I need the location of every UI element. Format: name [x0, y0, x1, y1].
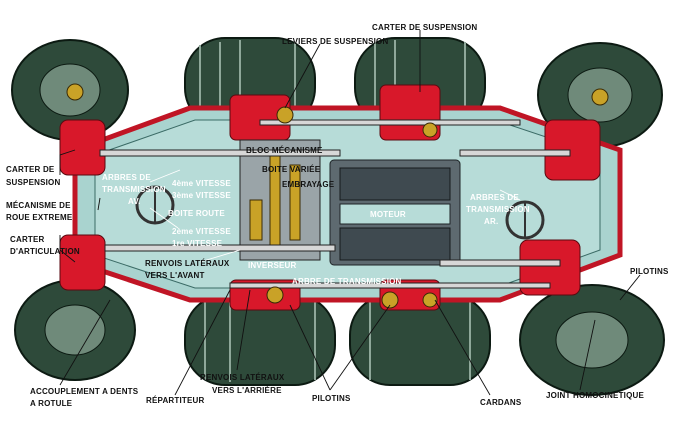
- steering-wheels: [135, 185, 545, 240]
- label-arbres-ar-2: TRANSMISSION: [466, 205, 530, 214]
- label-boite-route: BOITE ROUTE: [168, 209, 225, 218]
- label-repartiteur: RÉPARTITEUR: [146, 396, 205, 405]
- label-vitesse-4: 4ème VITESSE: [172, 179, 231, 188]
- label-carter-suspension-left-2: SUSPENSION: [6, 178, 60, 187]
- label-moteur: MOTEUR: [370, 210, 406, 219]
- label-carter-suspension-top: CARTER DE SUSPENSION: [372, 23, 477, 32]
- label-carter-articulation-1: CARTER: [10, 235, 45, 244]
- label-boite-variee: BOITE VARIÉE: [262, 165, 321, 174]
- label-vitesse-3: 3ème VITESSE: [172, 191, 231, 200]
- tire-tread-marks: [199, 40, 471, 382]
- label-renvois-av-1: RENVOIS LATÉRAUX: [145, 259, 230, 268]
- label-arbres-ar-1: ARBRES DE: [470, 193, 519, 202]
- label-mecanisme-roue-2: ROUE EXTREME: [6, 213, 73, 222]
- label-arbre-transmission: ARBRE DE TRANSMISSION: [292, 277, 402, 286]
- label-arbres-av-1: ARBRES DE: [102, 173, 151, 182]
- label-inverseur: INVERSEUR: [248, 261, 296, 270]
- label-mecanisme-roue-1: MÉCANISME DE: [6, 201, 71, 210]
- label-pilotins-right: PILOTINS: [630, 267, 669, 276]
- gearbox: [239, 139, 321, 261]
- label-leviers-suspension: LEVIERS DE SUSPENSION: [282, 37, 388, 46]
- gear-pinions: [66, 83, 609, 309]
- label-vitesse-2: 2ème VITESSE: [172, 227, 231, 236]
- label-accouplement-1: ACCOUPLEMENT A DENTS: [30, 387, 139, 396]
- leader-lines: [59, 30, 641, 396]
- label-carter-articulation-2: D'ARTICULATION: [10, 247, 80, 256]
- label-vitesse-1: 1re VITESSE: [172, 239, 223, 248]
- suspension-housings: [59, 84, 601, 311]
- label-bloc-mecanisme: BLOC MÉCANISME: [246, 146, 323, 155]
- tire-rear-left: [14, 279, 136, 381]
- label-cardans: CARDANS: [480, 398, 522, 407]
- label-renvois-ar-2: VERS L'ARRIÈRE: [212, 386, 282, 395]
- tire-rear-right: [519, 284, 665, 396]
- label-embrayage: EMBRAYAGE: [282, 180, 335, 189]
- label-arbres-av-3: AV.: [128, 197, 141, 206]
- label-carter-suspension-left-1: CARTER DE: [6, 165, 55, 174]
- transmission-shafts: [99, 119, 571, 289]
- label-arbres-ar-3: AR.: [484, 217, 498, 226]
- engine-block: [329, 159, 461, 266]
- label-joint-homocinetique: JOINT HOMOCINETIQUE: [546, 391, 644, 400]
- label-accouplement-2: A ROTULE: [30, 399, 73, 408]
- label-renvois-av-2: VERS L'AVANT: [145, 271, 205, 280]
- label-renvois-ar-1: RENVOIS LATÉRAUX: [200, 373, 285, 382]
- label-arbres-av-2: TRANSMISSION: [102, 185, 166, 194]
- label-pilotins-bottom: PILOTINS: [312, 394, 351, 403]
